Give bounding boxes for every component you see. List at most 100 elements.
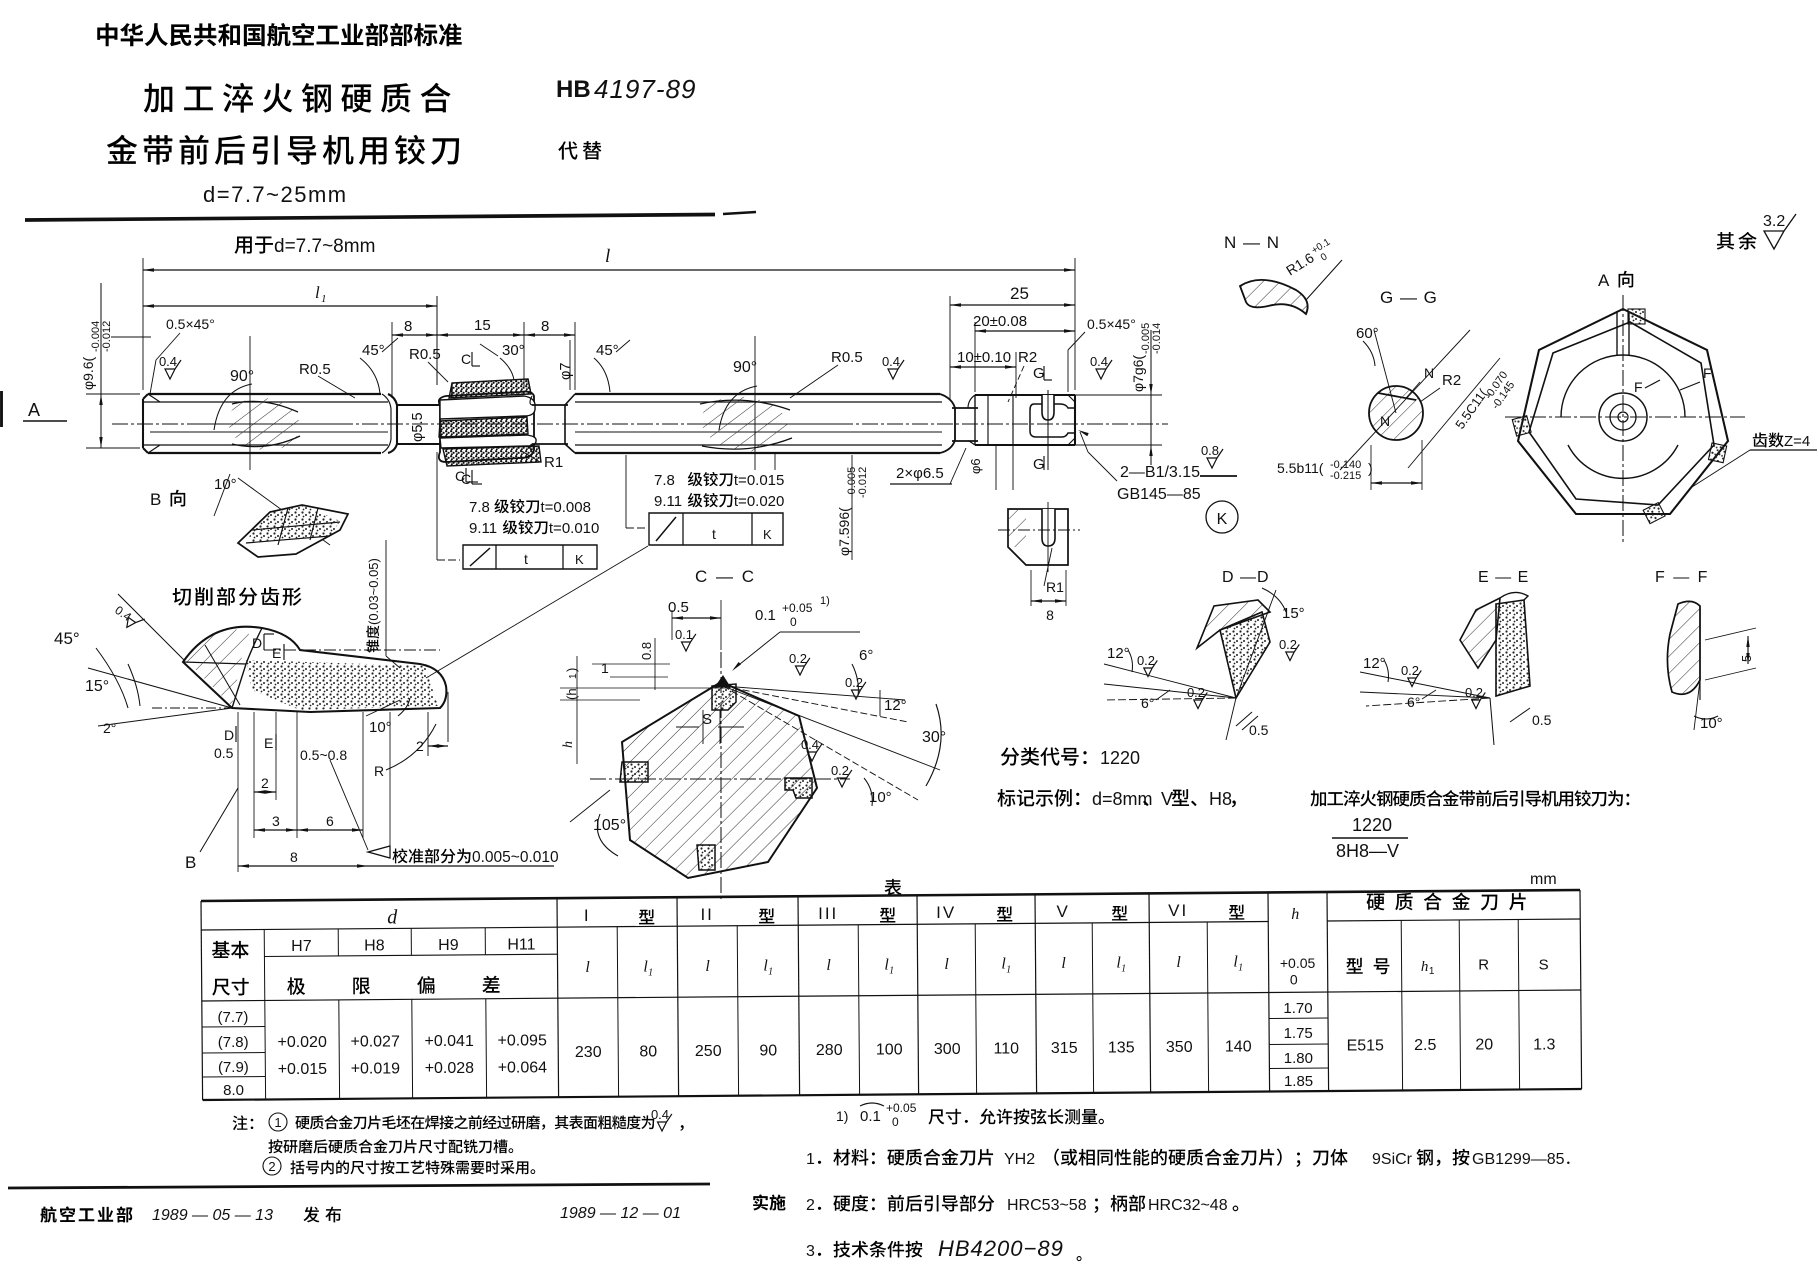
svg-text:45°: 45° [362, 342, 385, 359]
svg-text:230: 230 [575, 1044, 602, 1061]
svg-text:A: A [28, 400, 40, 420]
svg-text:(7.7): (7.7) [218, 1009, 249, 1026]
svg-text:0.5: 0.5 [668, 599, 689, 616]
svg-text:8H8—V: 8H8—V [1336, 841, 1399, 861]
svg-text:t=0.015: t=0.015 [734, 472, 784, 489]
svg-text:6°: 6° [859, 647, 873, 664]
svg-text:-0.012: -0.012 [857, 467, 869, 498]
svg-text:S: S [702, 711, 712, 728]
svg-text:N — N: N — N [1224, 233, 1280, 252]
svg-text:l: l [1061, 955, 1066, 972]
svg-text:K: K [1217, 511, 1228, 528]
svg-text:9.11: 9.11 [469, 520, 497, 537]
svg-text:d=7.7~25mm: d=7.7~25mm [203, 182, 348, 207]
svg-text:H8: H8 [1209, 789, 1232, 809]
svg-text:B: B [150, 490, 161, 509]
svg-text:10°: 10° [214, 476, 237, 493]
svg-text:9.11: 9.11 [654, 493, 682, 510]
svg-text:R: R [1478, 957, 1489, 974]
svg-text:N: N [1424, 365, 1434, 381]
svg-text:45°: 45° [54, 629, 80, 648]
svg-text:R0.5: R0.5 [831, 349, 863, 366]
svg-text:1: 1 [1238, 963, 1243, 974]
svg-text:+0.015: +0.015 [278, 1061, 327, 1078]
svg-text:0: 0 [1290, 971, 1298, 987]
svg-text:0.5×45°: 0.5×45° [166, 316, 215, 332]
svg-text:l: l [605, 246, 610, 267]
svg-text:t: t [524, 551, 528, 567]
svg-text:1220: 1220 [1352, 815, 1392, 835]
svg-text:1.3: 1.3 [1533, 1036, 1555, 1053]
svg-text:R0.5: R0.5 [409, 346, 441, 363]
svg-text:0.5: 0.5 [1249, 722, 1269, 738]
svg-text:3: 3 [272, 813, 280, 829]
svg-text:φ5.5: φ5.5 [410, 412, 426, 442]
svg-text:315: 315 [1051, 1040, 1078, 1057]
svg-text:R2: R2 [1442, 372, 1461, 389]
svg-text:140: 140 [1225, 1039, 1252, 1056]
svg-text:h: h [1291, 906, 1299, 923]
svg-text:2.5: 2.5 [1414, 1037, 1436, 1054]
svg-text:l: l [944, 956, 949, 973]
svg-text:0.4: 0.4 [801, 737, 819, 752]
svg-text:K: K [763, 527, 772, 542]
svg-text:30°: 30° [922, 729, 946, 746]
svg-text:d: d [387, 906, 398, 928]
svg-text:0.5×45°: 0.5×45° [1087, 316, 1136, 332]
svg-text:5: 5 [1739, 655, 1754, 662]
svg-text:t=0.010: t=0.010 [549, 520, 599, 537]
svg-text:0.5~0.8: 0.5~0.8 [300, 747, 347, 763]
svg-text:12°: 12° [1107, 645, 1130, 662]
svg-text:0.2: 0.2 [831, 763, 849, 778]
svg-text:VI: VI [1168, 901, 1188, 920]
svg-text:C: C [455, 468, 465, 484]
svg-text:t=0.020: t=0.020 [734, 493, 784, 510]
svg-text:+0.027: +0.027 [350, 1034, 399, 1051]
svg-text:8.0: 8.0 [223, 1082, 244, 1099]
svg-text:2: 2 [268, 1159, 275, 1174]
svg-text:2: 2 [261, 775, 269, 791]
svg-text:6: 6 [326, 813, 334, 829]
svg-text:5.5b11(: 5.5b11( [1277, 460, 1324, 476]
svg-text:HB: HB [556, 76, 591, 103]
svg-text:φ7g6(: φ7g6( [1130, 355, 1146, 392]
svg-text:2×φ6.5: 2×φ6.5 [896, 465, 944, 482]
svg-text:-0.215: -0.215 [1330, 470, 1361, 482]
svg-text:350: 350 [1166, 1039, 1193, 1056]
svg-text:1220: 1220 [1100, 748, 1140, 768]
svg-text:+0.041: +0.041 [424, 1033, 473, 1050]
svg-text:6°: 6° [1141, 695, 1154, 711]
svg-text:0.4: 0.4 [651, 1107, 669, 1122]
svg-text:F: F [1703, 365, 1712, 381]
svg-text:0.2: 0.2 [789, 651, 807, 666]
svg-text:0.2: 0.2 [1401, 663, 1419, 678]
svg-text:90°: 90° [230, 368, 254, 385]
svg-text:H9: H9 [438, 937, 459, 954]
svg-text:300: 300 [934, 1041, 961, 1058]
svg-text:+0.064: +0.064 [498, 1059, 547, 1076]
svg-text:+0.095: +0.095 [497, 1032, 546, 1049]
svg-text:(0.03~0.05): (0.03~0.05) [366, 558, 381, 625]
svg-text:12°: 12° [884, 697, 907, 714]
svg-text:1: 1 [601, 660, 609, 676]
svg-text:8: 8 [290, 849, 298, 865]
svg-text:1: 1 [1429, 966, 1435, 977]
svg-text:G — G: G — G [1380, 288, 1438, 307]
svg-text:R0.5: R0.5 [299, 361, 331, 378]
svg-text:30°: 30° [502, 342, 525, 359]
svg-text:+0.019: +0.019 [351, 1061, 400, 1078]
svg-text:h: h [1421, 959, 1429, 975]
svg-text:φ9.6(: φ9.6( [80, 356, 96, 390]
svg-text:1): 1) [836, 1108, 848, 1124]
svg-text:0.8: 0.8 [639, 642, 654, 660]
svg-text:0.2: 0.2 [1187, 685, 1205, 700]
svg-text:1): 1) [820, 595, 830, 607]
svg-text:0.1: 0.1 [860, 1108, 881, 1125]
svg-text:D: D [224, 727, 234, 743]
svg-text:3.2: 3.2 [1763, 213, 1785, 230]
svg-text:+0.05: +0.05 [1280, 955, 1316, 971]
svg-text:1: 1 [274, 1115, 281, 1130]
svg-text:1989 — 12 — 01: 1989 — 12 — 01 [560, 1205, 681, 1222]
svg-text:135: 135 [1108, 1040, 1135, 1057]
svg-text:2°: 2° [103, 720, 116, 736]
